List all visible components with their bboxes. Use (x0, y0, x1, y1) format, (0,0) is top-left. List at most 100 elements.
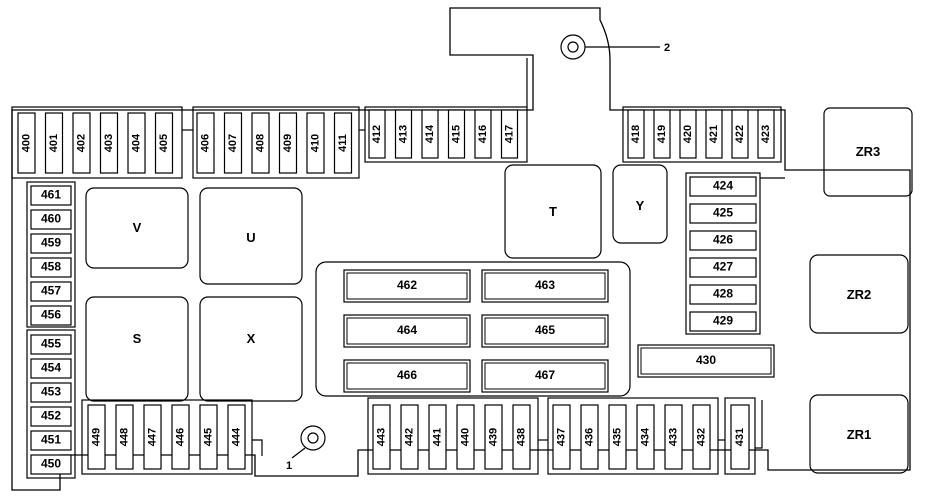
fuse-number: 436 (583, 428, 595, 446)
fuse-number: 460 (41, 212, 61, 226)
fuse-441: 441 (428, 404, 447, 470)
fuse-438: 438 (512, 404, 531, 470)
fuse-406: 406 (196, 112, 215, 174)
fuse-number: 445 (202, 428, 214, 446)
fuse-strip-bottom-c (547, 397, 719, 475)
fuse-strip-left-top (26, 181, 76, 328)
relay-x-label: X (247, 331, 256, 346)
fuse-452: 452 (30, 406, 72, 427)
relay-x-box (199, 296, 303, 402)
callout-2-marker-inner (567, 41, 579, 53)
fuse-number: 428 (713, 287, 733, 301)
fuse-414: 414 (421, 109, 439, 159)
fuse-number: 434 (639, 427, 651, 446)
fuse-number: 459 (41, 236, 61, 250)
fuse-strip-top-c (364, 106, 528, 163)
fuse-strip-bottom-b (367, 397, 539, 475)
fuse-number: 423 (760, 125, 772, 143)
fuse-459: 459 (30, 233, 72, 254)
fuse-418: 418 (627, 109, 645, 159)
fuse-437: 437 (552, 404, 571, 470)
fuse-strip-top-b (192, 106, 360, 179)
fuse-number: 448 (118, 428, 130, 446)
fuse-number: 437 (555, 428, 567, 446)
fuse-strip-top-a (11, 106, 183, 179)
fuse-number: 422 (734, 125, 746, 143)
connector-line (252, 439, 263, 456)
fuse-number: 404 (130, 133, 142, 152)
callout-1-leader (291, 447, 306, 459)
fuse-456: 456 (30, 305, 72, 326)
fuse-405: 405 (154, 112, 174, 174)
fuse-421: 421 (705, 109, 723, 159)
fuse-417: 417 (500, 109, 519, 159)
relay-zr3-label: ZR3 (856, 144, 881, 159)
fuse-400: 400 (17, 112, 36, 174)
fuse-number: 429 (713, 314, 733, 328)
fuse-number: 405 (158, 134, 170, 152)
fuse-440: 440 (456, 404, 475, 470)
relay-zr3-box (823, 107, 913, 197)
fuse-444: 444 (227, 404, 246, 470)
fuse-439: 439 (484, 404, 503, 470)
fuse-number: 455 (41, 337, 61, 351)
fuse-464: 464 (343, 314, 471, 348)
fuse-number: 446 (174, 428, 186, 446)
fuse-404: 404 (127, 112, 146, 174)
fuse-number: 402 (75, 134, 87, 152)
fuse-433: 433 (664, 404, 683, 470)
fuse-number: 417 (503, 125, 515, 143)
fuse-number: 418 (630, 125, 642, 143)
relay-zr1-box (809, 394, 909, 474)
callout-2-label: 2 (664, 42, 670, 54)
fuse-447: 447 (143, 404, 162, 470)
fuse-432: 432 (692, 404, 711, 470)
fuse-box-outline (11, 7, 911, 491)
fuse-415: 415 (447, 109, 466, 159)
fuse-number: 451 (41, 433, 61, 447)
relay-u-box (199, 187, 303, 285)
fuse-401: 401 (44, 112, 64, 174)
fuse-431: 431 (730, 404, 750, 470)
fuse-462: 462 (343, 269, 471, 303)
fuse-number: 420 (682, 125, 694, 143)
fuse-number: 443 (375, 428, 387, 446)
fuse-443: 443 (372, 404, 391, 470)
fuse-446: 446 (171, 404, 190, 470)
fuse-strip-bottom-a (81, 399, 253, 475)
relay-s-box (85, 296, 189, 402)
fuse-number: 426 (713, 233, 733, 247)
fuse-409: 409 (278, 112, 298, 174)
fuse-number: 440 (459, 428, 471, 446)
fuse-410: 410 (306, 112, 325, 174)
callout-1-label: 1 (286, 460, 292, 472)
fuse-419: 419 (653, 109, 671, 159)
fuse-number: 421 (708, 125, 720, 143)
relay-zr2-box (809, 254, 909, 334)
fuse-449: 449 (87, 404, 106, 470)
fuse-412: 412 (368, 109, 386, 159)
fuse-number: 427 (713, 260, 733, 274)
fuse-number: 463 (535, 278, 555, 292)
fuse-strip-right-col (685, 172, 761, 335)
fuse-451: 451 (30, 430, 72, 451)
fuse-425: 425 (689, 203, 757, 224)
fuse-number: 419 (656, 125, 668, 143)
fuse-number: 435 (611, 428, 623, 446)
fuse-429: 429 (689, 311, 757, 332)
fuse-number: 467 (535, 368, 555, 382)
fuse-411: 411 (333, 112, 353, 174)
fuse-number: 424 (713, 179, 733, 193)
fuse-435: 435 (608, 404, 627, 470)
fuse-466: 466 (343, 359, 471, 393)
fuse-number: 433 (667, 428, 679, 446)
fuse-number: 444 (230, 427, 242, 446)
fuse-413: 413 (394, 109, 413, 159)
fuse-number: 458 (41, 260, 61, 274)
fuse-423: 423 (757, 109, 775, 159)
fuse-453: 453 (30, 382, 72, 403)
fuse-number: 453 (41, 385, 61, 399)
fuse-450: 450 (30, 454, 72, 475)
fuse-457: 457 (30, 281, 72, 302)
